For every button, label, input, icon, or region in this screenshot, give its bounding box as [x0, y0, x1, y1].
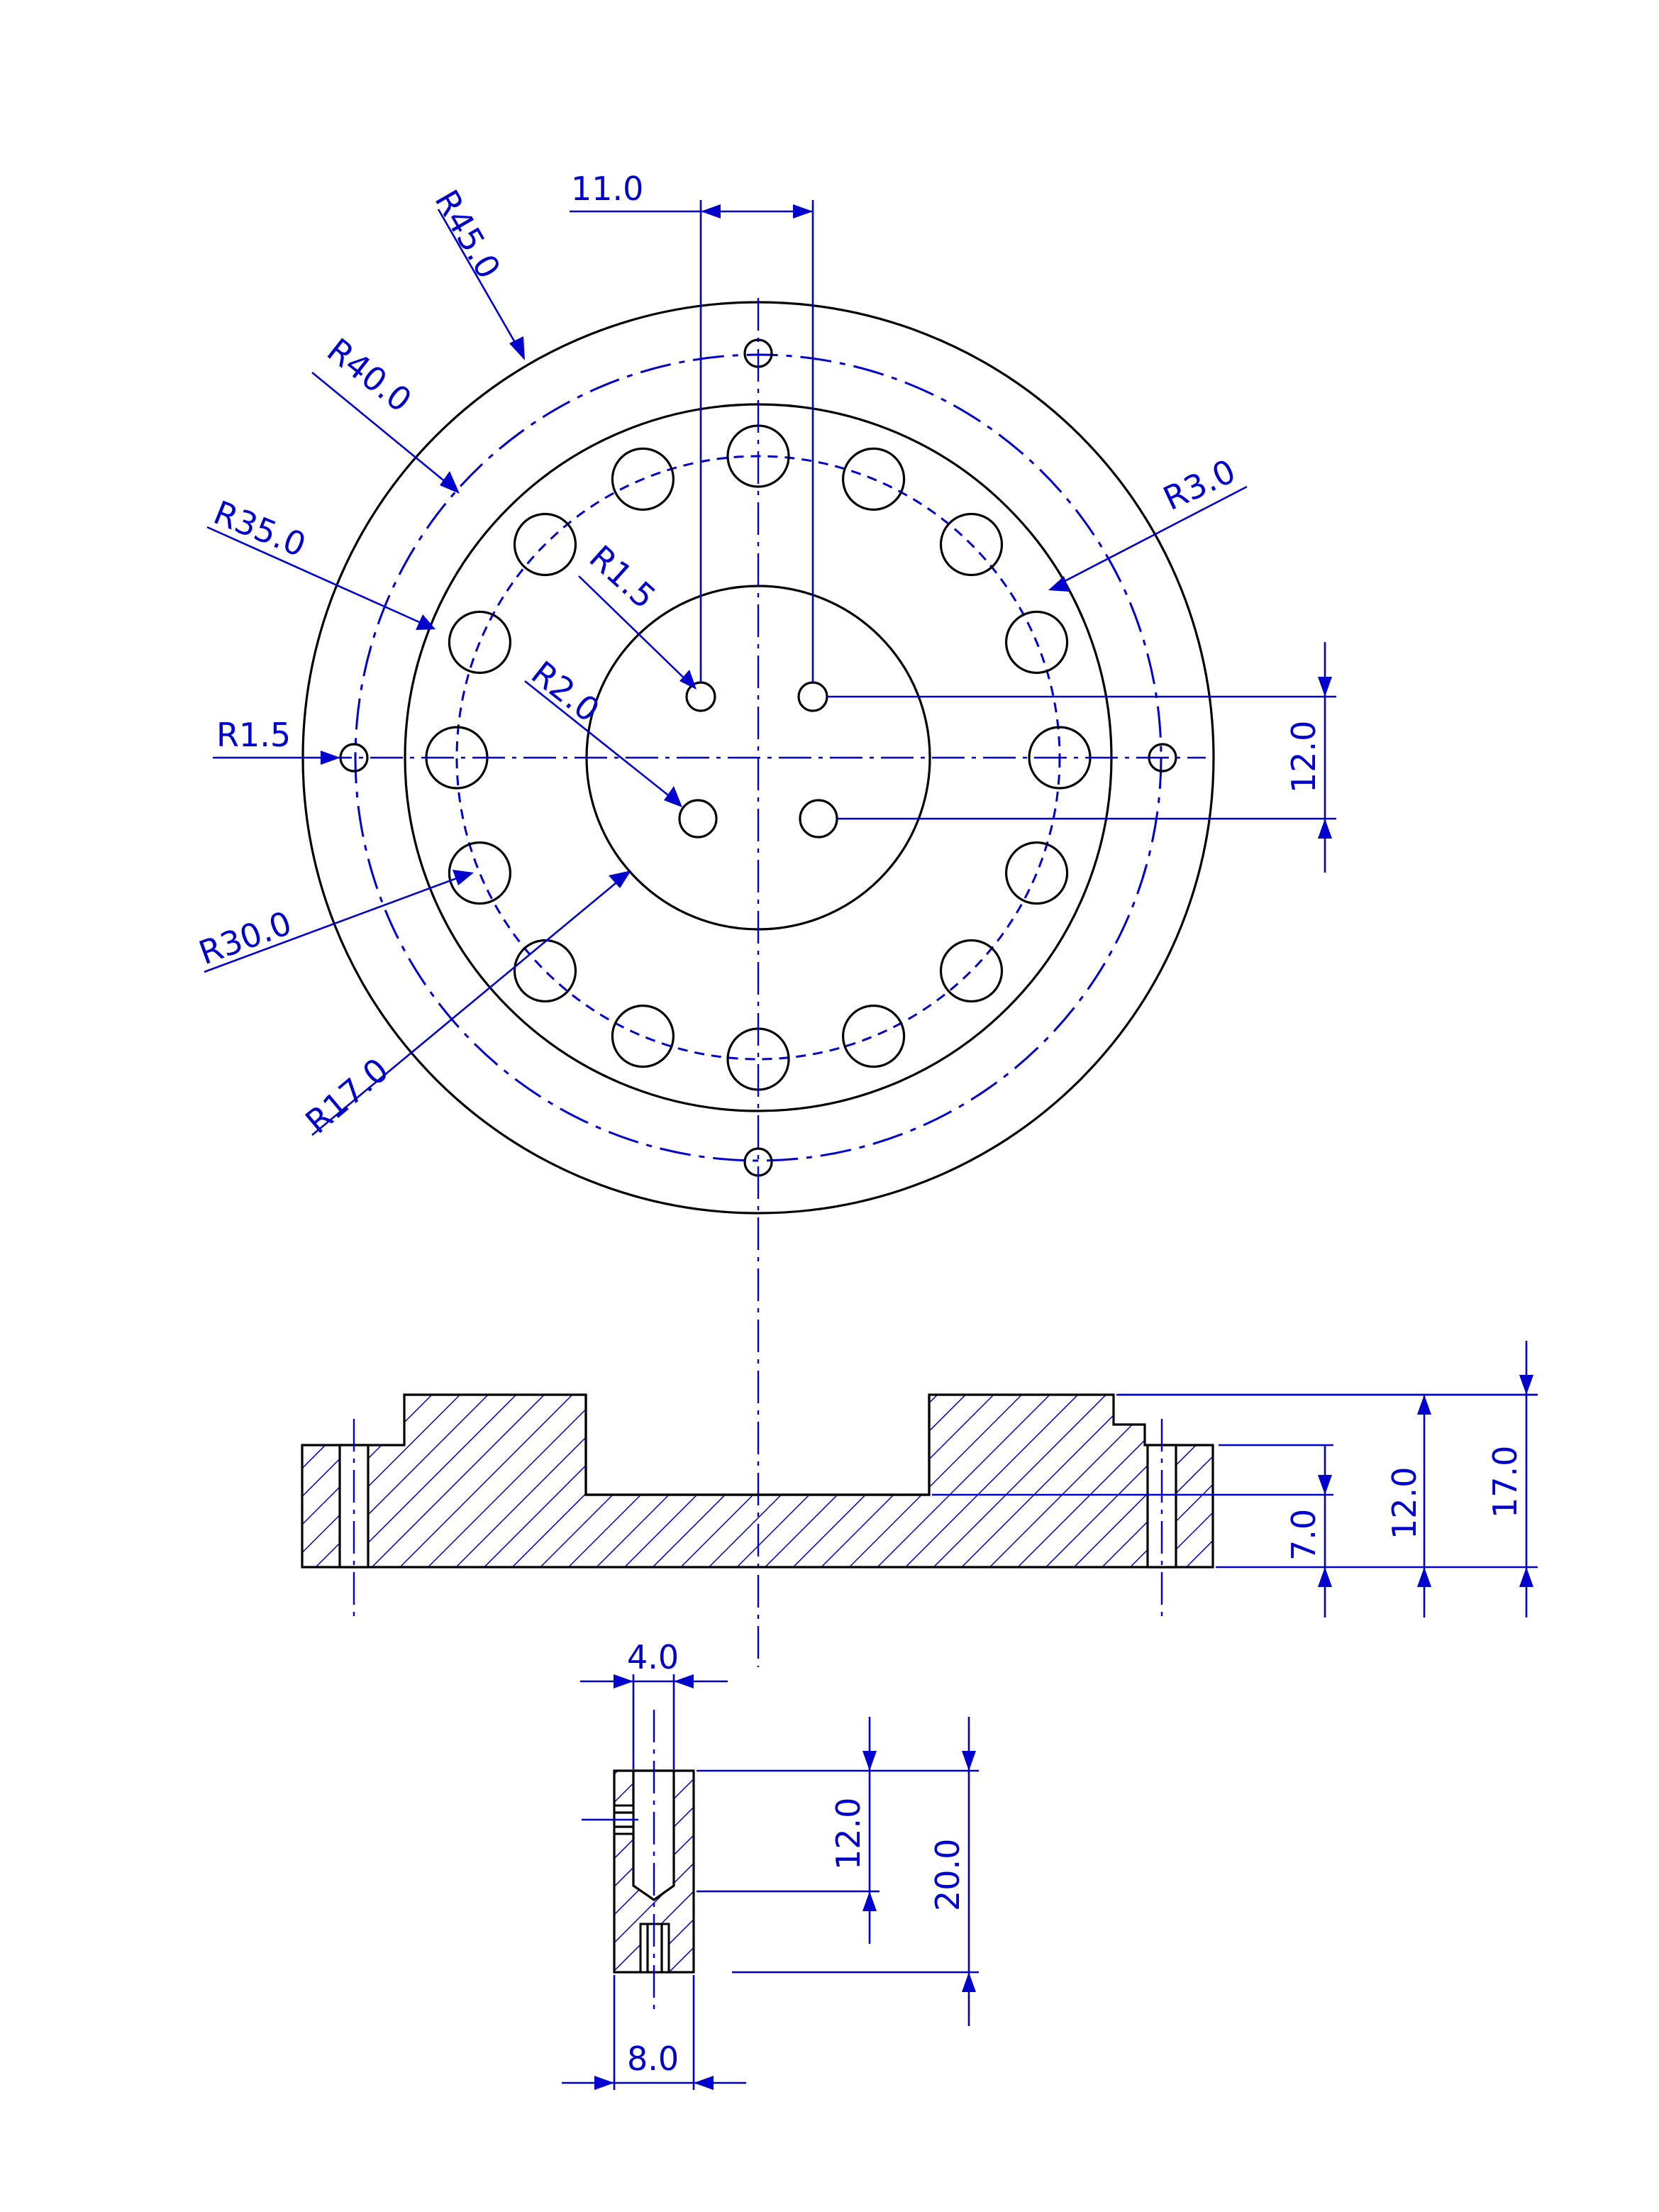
ring-hole [841, 447, 906, 511]
ring-hole [611, 447, 675, 511]
dim-w4-label: 4.0 [627, 1638, 679, 1676]
dim-h7-label: 7.0 [1285, 1509, 1323, 1561]
ring-hole [939, 939, 1004, 1003]
ring-hole [939, 512, 1004, 577]
inner-hole-ur [797, 681, 828, 712]
dim-h12-top-label: 12.0 [1285, 721, 1323, 793]
inner-hole-ll [678, 799, 718, 839]
dim-h12-detail-label: 12.0 [829, 1798, 867, 1870]
dim-r45-label: R45.0 [427, 184, 508, 285]
ring-hole [513, 939, 577, 1003]
dim-r2-label: R2.0 [524, 653, 606, 729]
dim-h17-label: 17.0 [1486, 1446, 1524, 1518]
ring-hole [1004, 841, 1069, 905]
ring-hole [448, 610, 512, 675]
ring-hole [841, 1004, 906, 1068]
dim-r30-label: R30.0 [194, 904, 296, 973]
detail-view-dimensions: 4.0 12.0 20.0 8.0 [562, 1638, 979, 2090]
section-hatch [301, 1393, 1214, 1569]
dim-r35-label: R35.0 [209, 493, 311, 564]
dim-r15-outer-label: R1.5 [216, 716, 291, 754]
dim-h20-label: 20.0 [928, 1839, 967, 1911]
dim-h12-side-label: 12.0 [1385, 1467, 1424, 1539]
section-view [301, 1393, 1214, 1617]
ring-hole [513, 512, 577, 577]
detail-view [582, 1710, 695, 2015]
ring-hole [1004, 610, 1069, 675]
ring-hole [611, 1004, 675, 1068]
dim-r40-label: R40.0 [320, 331, 418, 419]
dim-w8-label: 8.0 [627, 2040, 679, 2078]
inner-hole-lr [799, 799, 838, 839]
dim-w11-label: 11.0 [571, 170, 643, 208]
dim-r3-label: R3.0 [1158, 452, 1241, 518]
section-view-dimensions: 7.0 12.0 17.0 [932, 1341, 1538, 1617]
dim-r15-inner-label: R1.5 [582, 538, 663, 616]
top-view [301, 298, 1215, 1667]
ring-hole [448, 841, 512, 905]
dim-r17-label: R17.0 [298, 1051, 396, 1141]
top-view-dimensions: R45.0 R40.0 R35.0 R30.0 R17.0 R3.0 R2.0 … [194, 170, 1336, 1141]
